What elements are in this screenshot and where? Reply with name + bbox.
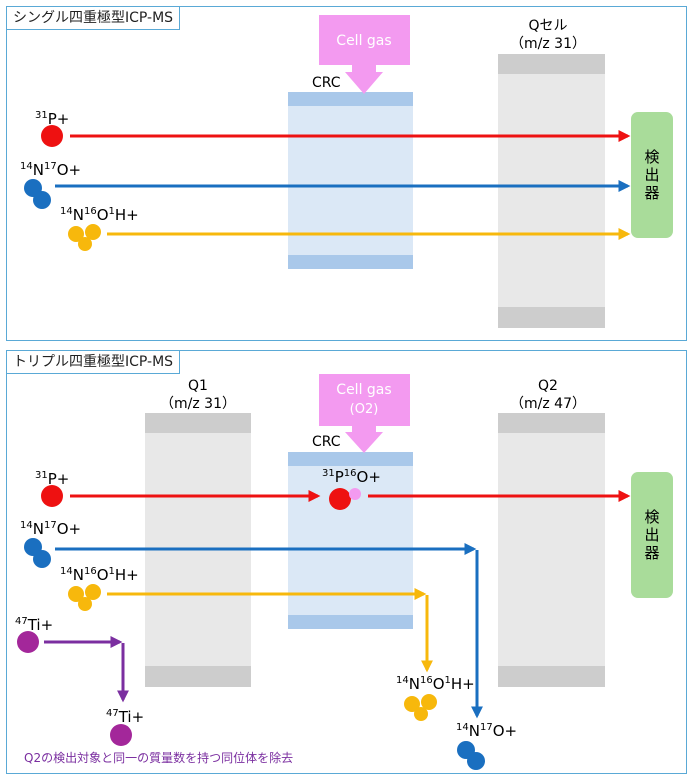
isotope-removal-note: Q2の検出対象と同一の質量数を持つ同位体を除去 [24,750,293,765]
noh-rejected-atom-2 [421,694,437,710]
p-ion-label-2: 31P+ [35,470,69,488]
cell-gas-arrow-1 [319,15,410,94]
po-ion-atom-o [349,488,361,500]
noh-ion-atom-1b [68,586,84,602]
cell-gas-o2-label: (O2) [350,402,379,417]
crc-label-2: CRC [312,434,341,450]
ti-ion [17,631,39,653]
crc-cell-2 [288,452,413,629]
po-ion-label: 31P16O+ [322,468,381,486]
noh-rejected-label: 14N16O1H+ [396,675,475,693]
detector-label-2: 検出器 [644,508,659,562]
noh-rejected-atom-3 [414,707,428,721]
p-ion-label-1: 31P+ [35,110,69,128]
single-quad-title: シングル四重極型ICP-MS [7,7,181,30]
q2-label: Q2 [538,378,558,394]
no-ion-rejected-label: 14N17O+ [456,722,517,740]
p-ion-1 [41,125,63,147]
triple-quad-title: トリプル四重極型ICP-MS [7,351,181,374]
q1-mz: （m/z 31） [160,396,236,412]
q2-mz: （m/z 47） [510,396,586,412]
no-ion-label-2: 14N17O+ [20,520,81,538]
q1-label: Q1 [188,378,208,394]
detector-1 [631,112,673,238]
noh-ion-label-1: 14N16O1H+ [60,206,139,224]
q-cell-1 [498,54,605,328]
no-ion-rejected-atom-o [467,752,485,770]
noh-ion-atom-2b [85,584,101,600]
cell-gas-arrow-2 [319,374,410,453]
no-ion-label-1: 14N17O+ [20,161,81,179]
ti-ion-label: 47Ti+ [15,616,53,634]
qcell-label-1: Qセル [528,18,567,34]
po-ion-atom-p [329,488,351,510]
cell-gas-label-2: Cell gas [336,382,391,398]
p-ion-2 [41,485,63,507]
detector-2 [631,472,673,598]
noh-rejected-atom-1 [404,696,420,712]
cell-gas-label-1: Cell gas [336,33,391,49]
crc-label-1: CRC [312,75,341,91]
noh-ion-label-2: 14N16O1H+ [60,566,139,584]
noh-ion-atom-1 [68,226,84,242]
no-ion-atom-o-1 [33,191,51,209]
crc-cell-1 [288,92,413,269]
no-ion-atom-o-2 [33,550,51,568]
noh-ion-atom-2 [85,224,101,240]
detector-label-1: 検出器 [644,148,659,202]
ti-ion-rejected-label: 47Ti+ [106,708,144,726]
noh-ion-atom-3b [78,597,92,611]
ti-ion-rejected [110,724,132,746]
qcell-mz-1: （m/z 31） [510,36,586,52]
q2-quad [498,413,605,687]
noh-ion-atom-3 [78,237,92,251]
